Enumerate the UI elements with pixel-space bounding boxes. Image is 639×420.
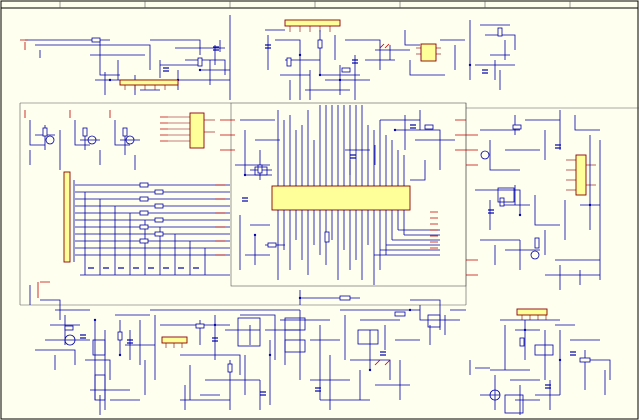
top-center-circuit xyxy=(265,29,410,100)
bottom-connector-ic xyxy=(161,336,188,348)
top-left-circuit xyxy=(20,15,231,100)
top-left-header-ic xyxy=(119,79,179,90)
bottom-right-center-circuit xyxy=(340,299,466,400)
bottom-left-power-circuit xyxy=(29,281,155,415)
top-connector-ic xyxy=(284,19,341,32)
mcu-region-frame xyxy=(19,102,639,306)
top-right-small-ic xyxy=(416,43,441,62)
bottom-center-circuit xyxy=(150,290,370,410)
mcu-surrounding-circuit xyxy=(220,110,466,270)
top-right-circuit xyxy=(404,20,516,90)
mcu-pins-bottom xyxy=(277,210,440,285)
left-transistor-array xyxy=(24,110,140,170)
bottom-right-connector-ic xyxy=(516,308,548,320)
right-middle-circuit xyxy=(466,110,601,290)
left-bus-bundle xyxy=(63,171,230,276)
right-opto-ic xyxy=(566,154,596,196)
main-mcu-ic xyxy=(271,185,411,211)
bottom-right-circuit xyxy=(469,319,611,415)
mcu-pins-top xyxy=(277,105,405,186)
left-connector-ic xyxy=(160,112,215,149)
